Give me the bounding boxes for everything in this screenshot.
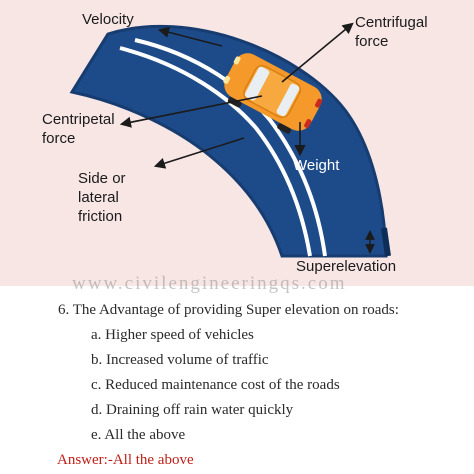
option-a: a. Higher speed of vehicles bbox=[91, 327, 254, 343]
friction-arrow bbox=[153, 137, 245, 169]
road-edge-thickness bbox=[381, 227, 391, 257]
option-d: d. Draining off rain water quickly bbox=[91, 402, 294, 418]
centrifugal-arrow bbox=[281, 22, 354, 83]
superelevation-diagram: Velocity Centrifugal force Centripetal f… bbox=[0, 0, 474, 294]
friction-label-line1: Side or bbox=[78, 170, 126, 187]
superelevation-label: Superelevation bbox=[296, 258, 397, 275]
velocity-arrow bbox=[157, 26, 223, 47]
answer-text: Answer:-All the above bbox=[57, 452, 194, 468]
question-text: The Advantage of providing Super elevati… bbox=[72, 302, 399, 318]
velocity-label: Velocity bbox=[82, 11, 134, 28]
weight-label: Weight bbox=[293, 157, 340, 174]
watermark: www.civilengineeringqs.com bbox=[72, 273, 347, 294]
question-number: 6. bbox=[58, 302, 70, 318]
centripetal-arrow bbox=[119, 95, 263, 128]
friction-label-line2: lateral bbox=[78, 189, 119, 206]
option-c: c. Reduced maintenance cost of the roads bbox=[91, 377, 340, 393]
centrifugal-label-line1: Centrifugal bbox=[355, 14, 428, 31]
diagram-graphic bbox=[69, 22, 391, 258]
centrifugal-label-line2: force bbox=[355, 33, 389, 50]
lane-line-outer bbox=[134, 38, 327, 257]
car bbox=[223, 53, 323, 134]
centripetal-label-line1: Centripetal bbox=[42, 111, 115, 128]
friction-label-line3: friction bbox=[78, 208, 123, 225]
option-e: e. All the above bbox=[91, 427, 186, 443]
option-b: b. Increased volume of traffic bbox=[91, 352, 269, 368]
centripetal-label-line2: force bbox=[42, 130, 76, 147]
question-line: 6. The Advantage of providing Super elev… bbox=[58, 302, 399, 319]
lane-line-inner bbox=[119, 46, 312, 257]
